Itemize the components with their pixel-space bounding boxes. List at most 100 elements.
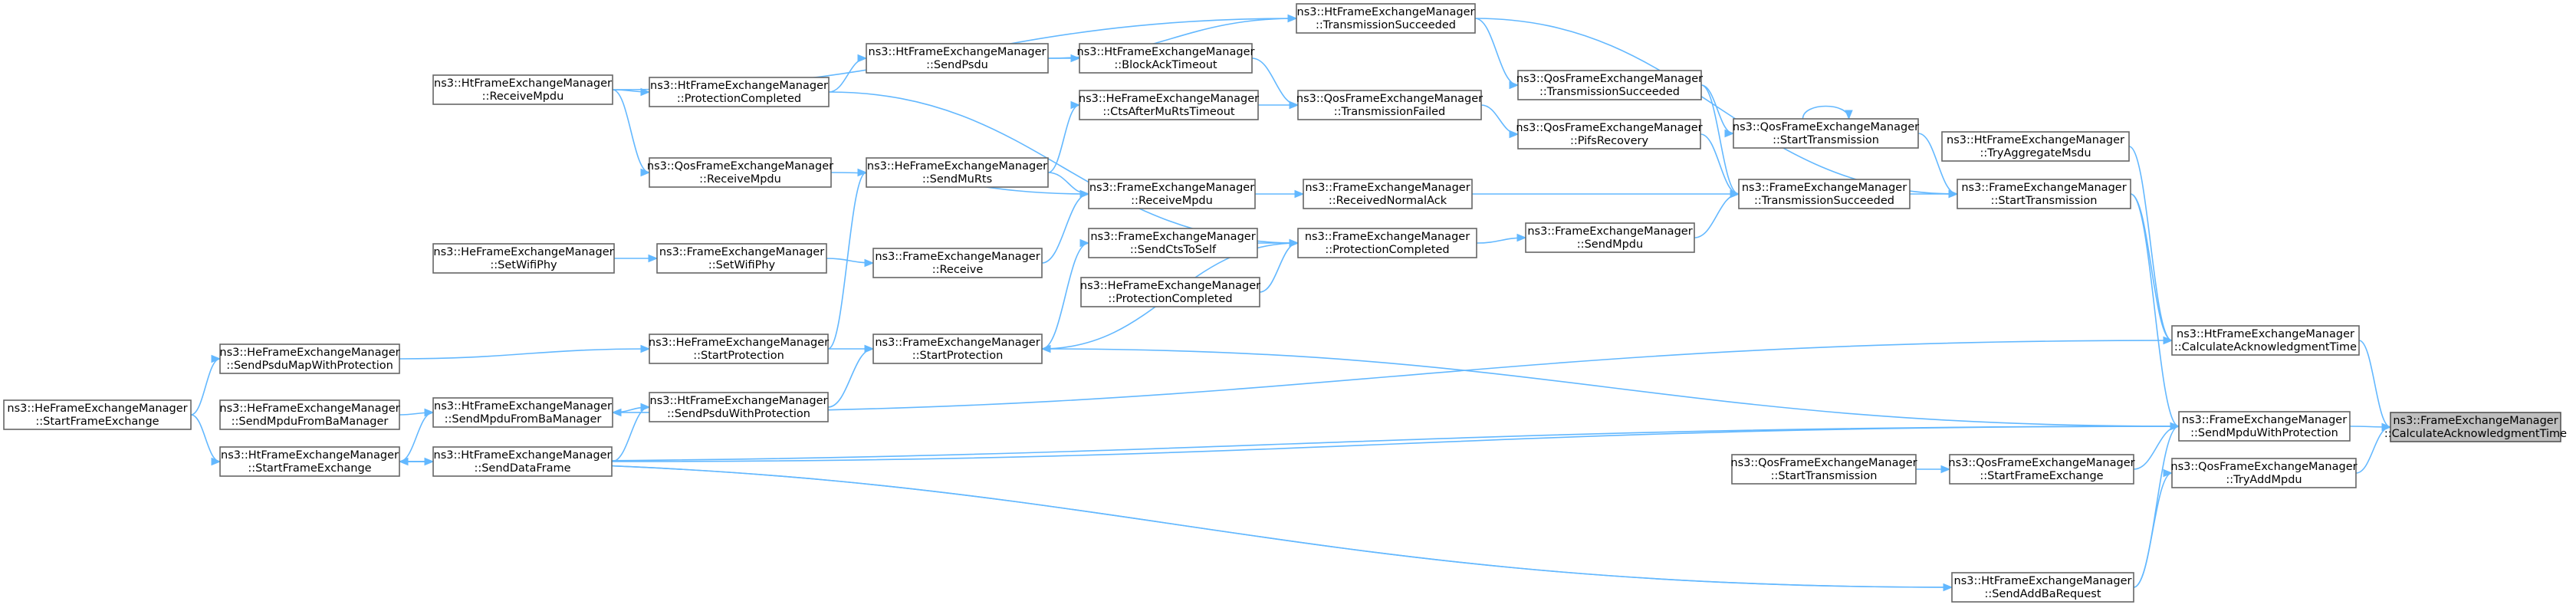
edge-line: [399, 412, 434, 462]
node-ht-calcack[interactable]: ns3::HtFrameExchangeManager::CalculateAc…: [2171, 325, 2360, 356]
node-class-label: ns3::FrameExchangeManager: [875, 337, 1040, 349]
call-edge: [399, 461, 1953, 592]
call-edge: [1041, 238, 1090, 350]
node-qos-pifs[interactable]: ns3::QosFrameExchangeManager::PifsRecove…: [1516, 119, 1703, 150]
node-qos-rxmpdu[interactable]: ns3::QosFrameExchangeManager::ReceiveMpd…: [647, 157, 833, 188]
node-box: [219, 399, 400, 430]
node-box: [1303, 179, 1473, 209]
edge-arrowhead: [1845, 110, 1853, 120]
edge-line: [399, 426, 2180, 462]
node-he-sendmurts[interactable]: ns3::HeFrameExchangeManager::SendMuRts: [866, 157, 1049, 188]
node-qos-txfailed[interactable]: ns3::QosFrameExchangeManager::Transmissi…: [1296, 90, 1483, 120]
node-qos-starttx[interactable]: ns3::QosFrameExchangeManager::StartTrans…: [1733, 118, 1919, 149]
node-class-label: ns3::FrameExchangeManager: [1090, 231, 1255, 243]
call-edge: [1916, 465, 1951, 474]
call-edge: [1472, 189, 1740, 199]
node-method-label: ::SendDataFrame: [474, 462, 570, 475]
node-box: [1080, 277, 1260, 307]
node-ht-txsucc[interactable]: ns3::HtFrameExchangeManager::Transmissio…: [1296, 3, 1476, 34]
edge-arrowhead: [2163, 468, 2174, 478]
node-fem-receive[interactable]: ns3::FrameExchangeManager::Receive: [872, 248, 1043, 278]
call-edge: [611, 340, 2173, 417]
node-fem-sendmpdu-prot[interactable]: ns3::FrameExchangeManager::SendMpduWithP…: [2178, 411, 2351, 442]
node-method-label: ::SendMpdu: [1577, 238, 1643, 251]
node-fem-sendmpdu[interactable]: ns3::FrameExchangeManager::SendMpdu: [1525, 222, 1695, 253]
node-method-label: ::SendPsduMapWithProtection: [226, 360, 393, 372]
edge-arrowhead: [1724, 129, 1735, 138]
call-edge: [1041, 189, 1090, 264]
node-method-label: ::StartTransmission: [1771, 470, 1878, 482]
node-method-label: ::StartProtection: [693, 350, 784, 362]
node-ht-sendaddba[interactable]: ns3::HtFrameExchangeManager::SendAddBaRe…: [1951, 572, 2134, 603]
node-box: [1297, 90, 1482, 120]
node-method-label: ::ProtectionCompleted: [1108, 293, 1232, 305]
node-fem-setwifiphy[interactable]: ns3::FrameExchangeManager::SetWifiPhy: [656, 243, 827, 274]
node-ht-sendpsdu[interactable]: ns3::HtFrameExchangeManager::SendPsdu: [866, 43, 1049, 74]
node-box: [2390, 412, 2561, 442]
node-method-label: ::TryAggregateMsdu: [1980, 147, 2091, 159]
node-box: [219, 446, 400, 477]
node-he-protcompl[interactable]: ns3::HeFrameExchangeManager::ProtectionC…: [1080, 277, 1260, 307]
node-fem-sendcts[interactable]: ns3::FrameExchangeManager::SendCtsToSelf: [1088, 228, 1258, 258]
node-class-label: ns3::HtFrameExchangeManager: [1947, 134, 2124, 146]
edge-arrowhead: [864, 258, 875, 268]
node-he-setwifiphy[interactable]: ns3::HeFrameExchangeManager::SetWifiPhy: [432, 243, 615, 274]
node-box: [432, 397, 613, 428]
edge-arrowhead: [1079, 238, 1090, 248]
node-box: [649, 392, 829, 422]
node-ht-senddata[interactable]: ns3::HtFrameExchangeManager::SendDataFra…: [432, 446, 613, 477]
node-ht-tryaggr[interactable]: ns3::HtFrameExchangeManager::TryAggregat…: [1941, 131, 2130, 162]
node-fem-rxnormalack[interactable]: ns3::FrameExchangeManager::ReceivedNorma…: [1303, 179, 1473, 209]
node-he-sendpsdumap[interactable]: ns3::HeFrameExchangeManager::SendPsduMap…: [219, 343, 400, 374]
call-edge: [1474, 18, 1520, 90]
call-edge: [1259, 238, 1300, 293]
node-fem-protcompl[interactable]: ns3::FrameExchangeManager::ProtectionCom…: [1297, 228, 1477, 258]
node-qos-startfe[interactable]: ns3::QosFrameExchangeManager::StartFrame…: [1948, 454, 2135, 485]
node-method-label: ::StartTransmission: [1773, 134, 1879, 146]
node-ht-sendpsduprot[interactable]: ns3::HtFrameExchangeManager::SendPsduWit…: [649, 392, 829, 422]
node-qos-starttx2[interactable]: ns3::QosFrameExchangeManager::StartTrans…: [1730, 454, 1917, 485]
node-ht-blockacktimeout[interactable]: ns3::HtFrameExchangeManager::BlockAckTim…: [1077, 43, 1255, 74]
call-edge: [613, 254, 659, 263]
edge-arrowhead: [424, 408, 435, 417]
node-he-startprot[interactable]: ns3::HeFrameExchangeManager::StartProtec…: [649, 334, 829, 364]
node-fem-txsucc[interactable]: ns3::FrameExchangeManager::TransmissionS…: [1738, 179, 1911, 209]
edge-arrowhead: [648, 254, 659, 263]
edge-line: [1041, 242, 1089, 350]
node-ht-protcompl[interactable]: ns3::HtFrameExchangeManager::ProtectionC…: [649, 77, 830, 107]
node-he-startfe[interactable]: ns3::HeFrameExchangeManager::StartFrameE…: [3, 399, 192, 430]
node-he-sendmpdufromba[interactable]: ns3::HeFrameExchangeManager::SendMpduFro…: [219, 399, 400, 430]
node-qos-tryaddmpdu[interactable]: ns3::QosFrameExchangeManager::TryAddMpdu: [2170, 458, 2358, 488]
node-fem-startprot[interactable]: ns3::FrameExchangeManager::StartProtecti…: [872, 334, 1043, 364]
node-ht-sendmpdufromba[interactable]: ns3::HtFrameExchangeManager::SendMpduFro…: [432, 397, 613, 428]
node-he-ctsafter[interactable]: ns3::HeFrameExchangeManager::CtsAfterMuR…: [1079, 90, 1259, 120]
call-edge: [826, 258, 875, 268]
node-class-label: ns3::FrameExchangeManager: [2393, 415, 2558, 427]
node-box: [656, 243, 827, 274]
edge-line: [1700, 84, 1740, 195]
node-qos-txsucc[interactable]: ns3::QosFrameExchangeManager::Transmissi…: [1516, 70, 1703, 100]
node-box: [1079, 90, 1259, 120]
node-fem-rxmpdu[interactable]: ns3::FrameExchangeManager::ReceiveMpdu: [1088, 179, 1256, 209]
node-root[interactable]: ns3::FrameExchangeManager::CalculateAckn…: [2384, 412, 2567, 442]
node-class-label: ns3::HeFrameExchangeManager: [1080, 280, 1260, 292]
edge-arrowhead: [857, 168, 868, 177]
call-edge: [1040, 344, 2180, 427]
node-class-label: ns3::HtFrameExchangeManager: [1954, 575, 2132, 587]
node-ht-startfe[interactable]: ns3::HtFrameExchangeManager::StartFrameE…: [219, 446, 400, 477]
node-ht-rxmpdu[interactable]: ns3::HtFrameExchangeManager::ReceiveMpdu: [432, 74, 613, 105]
edge-line: [399, 348, 650, 360]
node-fem-starttx[interactable]: ns3::FrameExchangeManager::StartTransmis…: [1957, 179, 2131, 209]
node-class-label: ns3::HeFrameExchangeManager: [219, 347, 399, 359]
node-method-label: ::BlockAckTimeout: [1114, 59, 1217, 71]
node-method-label: ::CalculateAcknowledgmentTime: [2174, 341, 2357, 353]
node-method-label: ::SendAddBaRequest: [1984, 588, 2101, 600]
edge-line: [1047, 104, 1080, 173]
node-class-label: ns3::QosFrameExchangeManager: [1516, 122, 1702, 134]
edge-line: [1474, 18, 1519, 86]
edge-line: [611, 406, 650, 462]
node-class-label: ns3::FrameExchangeManager: [1742, 182, 1907, 194]
node-class-label: ns3::FrameExchangeManager: [1305, 231, 1470, 243]
node-method-label: ::CalculateAcknowledgmentTime: [2384, 428, 2567, 440]
